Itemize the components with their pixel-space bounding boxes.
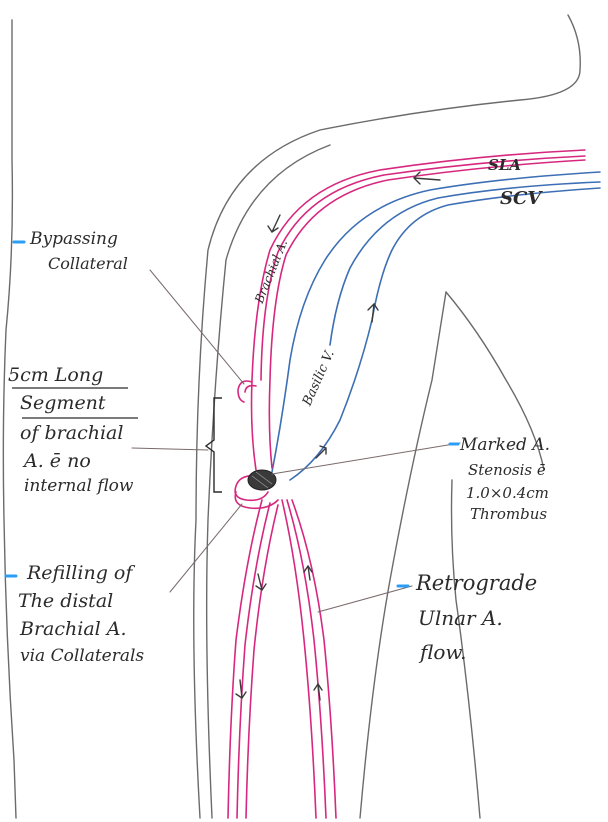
label-of-brachial: of brachial <box>20 424 123 443</box>
label-ulnar-a: Ulnar A. <box>418 608 503 628</box>
scv-vein-top <box>272 172 600 472</box>
label-thrombus: Thrombus <box>470 507 547 522</box>
radial-artery-left-outer <box>228 500 262 818</box>
basilic-vein-inner <box>330 182 600 345</box>
label-marked-a: Marked A. <box>460 437 550 454</box>
label-the-distal: The distal <box>18 592 113 611</box>
leader-bypass <box>150 270 244 384</box>
label-sla: SLA <box>488 158 521 173</box>
label-flow: flow. <box>420 642 466 662</box>
label-brachial-a: Brachial A. <box>20 620 127 639</box>
label-scv: SCV <box>500 190 541 208</box>
leader-marked <box>272 443 460 474</box>
flow-arrow-basilic-1 <box>368 304 378 322</box>
thrombus <box>248 470 276 490</box>
flow-arrow-basilic-2 <box>316 446 326 458</box>
label-via-collaterals: via Collaterals <box>20 648 144 665</box>
forearm-outline-right <box>360 292 446 818</box>
label-dimensions: 1.0×0.4cm <box>466 486 549 501</box>
label-stenosis: Stenosis ē <box>468 463 546 478</box>
segment-bracket <box>206 398 222 492</box>
flow-arrow-radial-2 <box>236 680 246 698</box>
label-a-no: A. ē no <box>24 452 91 471</box>
scv-vein-bottom <box>290 188 600 480</box>
label-collateral: Collateral <box>48 256 128 272</box>
label-segment-length: 5cm Long <box>8 366 103 385</box>
flow-arrow-radial <box>256 574 266 590</box>
label-refilling: Refilling of <box>27 564 132 583</box>
leader-retrograde <box>318 586 412 612</box>
label-segment: Segment <box>20 394 106 413</box>
arm-outline-outer <box>3 20 16 818</box>
label-retrograde: Retrograde <box>416 573 537 594</box>
label-internal-flow: internal flow <box>24 478 133 495</box>
leader-refilling <box>170 504 242 592</box>
label-bypassing: Bypassing <box>30 231 118 248</box>
collateral-top2 <box>245 386 256 392</box>
flow-arrow-brachial <box>268 215 280 232</box>
